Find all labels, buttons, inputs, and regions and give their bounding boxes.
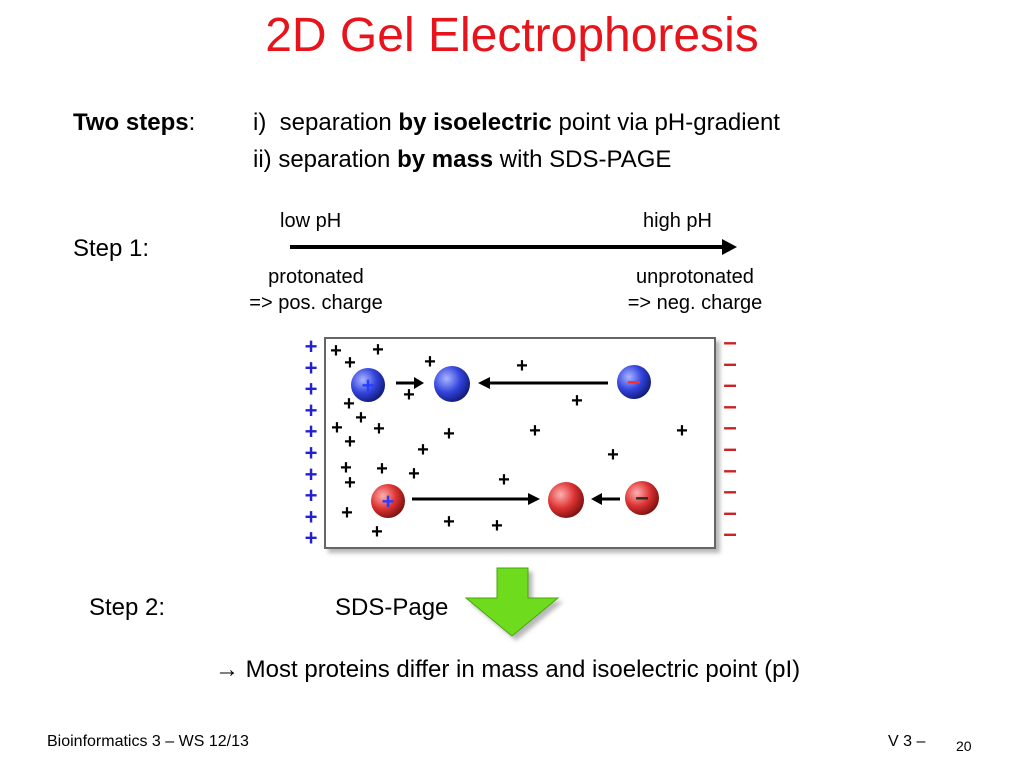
- blue-protein-positive: [351, 368, 385, 402]
- electrode-minus: –: [723, 436, 736, 463]
- electrode-minus: –: [723, 499, 736, 526]
- charge-plus: +: [330, 340, 342, 362]
- red-protein-negative: [625, 481, 659, 515]
- electrode-plus: +: [305, 483, 318, 508]
- ph-arrow-head: [722, 239, 737, 255]
- step-ii-bold: by mass: [397, 146, 494, 173]
- scattered-charges: ++++++++++++++++++++++++++: [330, 339, 688, 543]
- charge-plus: +: [408, 463, 420, 485]
- electrode-minus: –: [723, 521, 736, 548]
- page-number: 20: [956, 738, 972, 754]
- charge-plus: +: [607, 444, 619, 466]
- protein-charge-plus: +: [362, 373, 375, 398]
- charge-plus: +: [371, 521, 383, 543]
- protein-charge-minus: –: [627, 368, 640, 395]
- blue-protein-negative: [617, 365, 651, 399]
- footer-version: V 3 –: [888, 733, 926, 750]
- charge-plus: +: [372, 339, 384, 361]
- step-i-prefix: i) separation: [253, 109, 399, 136]
- pos-charge-label: => pos. charge: [249, 292, 383, 314]
- step-i-bold: by isoelectric: [398, 109, 552, 136]
- low-ph-label: low pH: [280, 210, 342, 232]
- electrode-plus: +: [305, 398, 318, 423]
- charge-plus: +: [344, 431, 356, 453]
- charge-plus: +: [529, 420, 541, 442]
- charge-plus: +: [355, 407, 367, 429]
- electrode-minus: –: [723, 372, 736, 399]
- protonated-label: protonated: [268, 266, 364, 288]
- charge-plus: +: [373, 418, 385, 440]
- electrode-plus: +: [305, 355, 318, 380]
- step-ii-prefix: ii) separation: [253, 146, 398, 173]
- electrode-plus: +: [305, 334, 318, 359]
- step-i-text: i) separation by isoelectric point via p…: [253, 109, 780, 137]
- charge-plus: +: [676, 420, 688, 442]
- negative-electrode: ––––––––––: [723, 329, 736, 548]
- blue-protein-neutral: [434, 366, 470, 402]
- electrode-plus: +: [305, 441, 318, 466]
- protein-charge-plus: +: [382, 489, 395, 514]
- electrode-minus: –: [723, 414, 736, 441]
- charge-plus: +: [340, 457, 352, 479]
- charge-plus: +: [516, 355, 528, 377]
- electrode-minus: –: [723, 350, 736, 377]
- two-steps-colon: :: [188, 109, 196, 136]
- red-protein-neutral: [548, 482, 584, 518]
- electrode-plus: +: [305, 504, 318, 529]
- charge-plus: +: [343, 393, 355, 415]
- electrode-plus: +: [305, 419, 318, 444]
- electrode-plus: +: [305, 462, 318, 487]
- unprotonated-label: unprotonated: [636, 266, 754, 288]
- charge-plus: +: [403, 384, 415, 406]
- sds-page-label: SDS-Page: [335, 594, 449, 621]
- slide-title: 2D Gel Electrophoresis: [265, 9, 759, 62]
- positive-electrode: ++++++++++: [305, 334, 318, 551]
- neg-charge-label: => neg. charge: [627, 292, 763, 314]
- charge-plus: +: [498, 469, 510, 491]
- charge-plus: +: [424, 351, 436, 373]
- charge-plus: +: [491, 515, 503, 537]
- electrode-minus: –: [723, 393, 736, 420]
- step-ii-suffix: with SDS-PAGE: [493, 146, 672, 173]
- charge-plus: +: [331, 417, 343, 439]
- protein-charge-minus: –: [635, 484, 648, 511]
- electrode-minus: –: [723, 457, 736, 484]
- step-ii-text: ii) separation by mass with SDS-PAGE: [253, 146, 671, 174]
- step1-label: Step 1:: [73, 235, 150, 262]
- charge-plus: +: [443, 511, 455, 533]
- electrode-minus: –: [723, 329, 736, 356]
- conclusion-text: → Most proteins differ in mass and isoel…: [215, 656, 801, 683]
- charge-plus: +: [376, 458, 388, 480]
- high-ph-label: high pH: [643, 210, 712, 232]
- green-down-arrow: [464, 567, 560, 637]
- electrode-plus: +: [305, 526, 318, 551]
- charge-plus: +: [571, 390, 583, 412]
- red-protein-positive: [371, 484, 405, 518]
- charge-plus: +: [417, 439, 429, 461]
- charge-plus: +: [341, 502, 353, 524]
- charge-plus: +: [443, 423, 455, 445]
- step-i-suffix: point via pH-gradient: [551, 109, 780, 136]
- footer-course: Bioinformatics 3 – WS 12/13: [47, 733, 249, 750]
- two-steps-label: Two steps:: [73, 109, 195, 137]
- two-steps-bold: Two steps: [73, 109, 189, 136]
- electrode-minus: –: [723, 478, 736, 505]
- step2-label: Step 2:: [89, 594, 166, 621]
- electrode-plus: +: [305, 377, 318, 402]
- charge-plus: +: [344, 472, 356, 494]
- charge-plus: +: [344, 352, 356, 374]
